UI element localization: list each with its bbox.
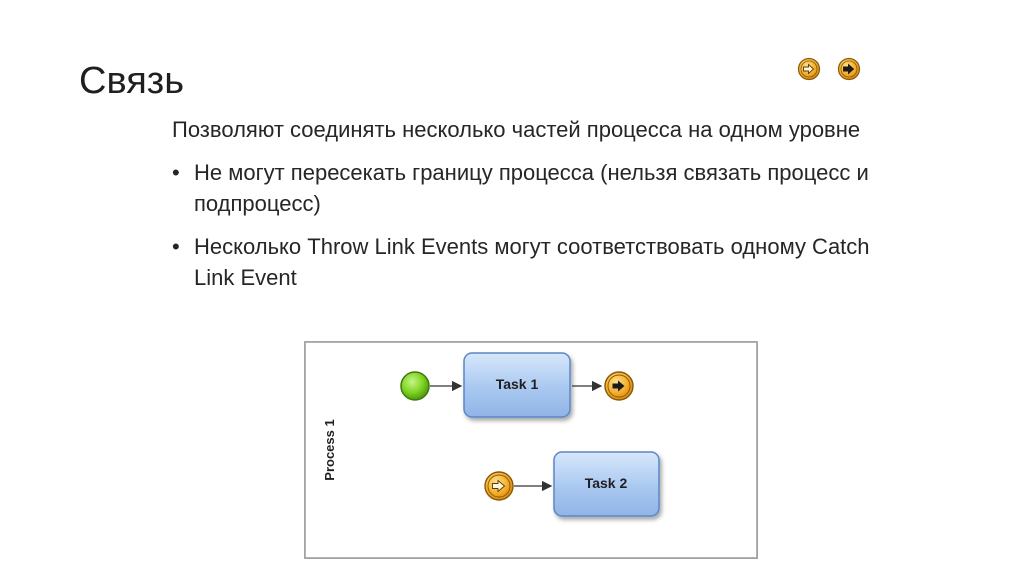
bullet-text: Несколько Throw Link Events могут соотве… (194, 234, 870, 290)
pool-label: Process 1 (322, 419, 337, 480)
start-event[interactable] (400, 371, 430, 401)
task-1-label: Task 1 (496, 376, 539, 392)
intro-paragraph: Позволяют соединять несколько частей про… (172, 117, 861, 142)
bullet-text: Не могут пересекать границу процесса (не… (194, 160, 869, 216)
task-2[interactable] (553, 451, 660, 517)
slide-body: Позволяют соединять несколько частей про… (172, 114, 872, 305)
throw-link-event[interactable] (604, 371, 634, 401)
catch-link-event[interactable] (484, 471, 514, 501)
header-icons-svg (797, 57, 861, 81)
task-1[interactable] (463, 352, 571, 418)
bullet-item: • Несколько Throw Link Events могут соот… (172, 231, 872, 293)
bpmn-diagram-svg: Process 1 Task 1 (304, 341, 758, 559)
bullet-item: • Не могут пересекать границу процесса (… (172, 157, 872, 219)
throw-link-event-icon (837, 57, 861, 81)
bullet-dot: • (172, 234, 180, 259)
bpmn-diagram: Process 1 Task 1 (304, 341, 758, 559)
header-icons (797, 57, 869, 83)
task-2-label: Task 2 (585, 475, 628, 491)
bullet-dot: • (172, 160, 180, 185)
slide-title: Связь (79, 60, 185, 102)
catch-link-event-icon (797, 57, 821, 81)
